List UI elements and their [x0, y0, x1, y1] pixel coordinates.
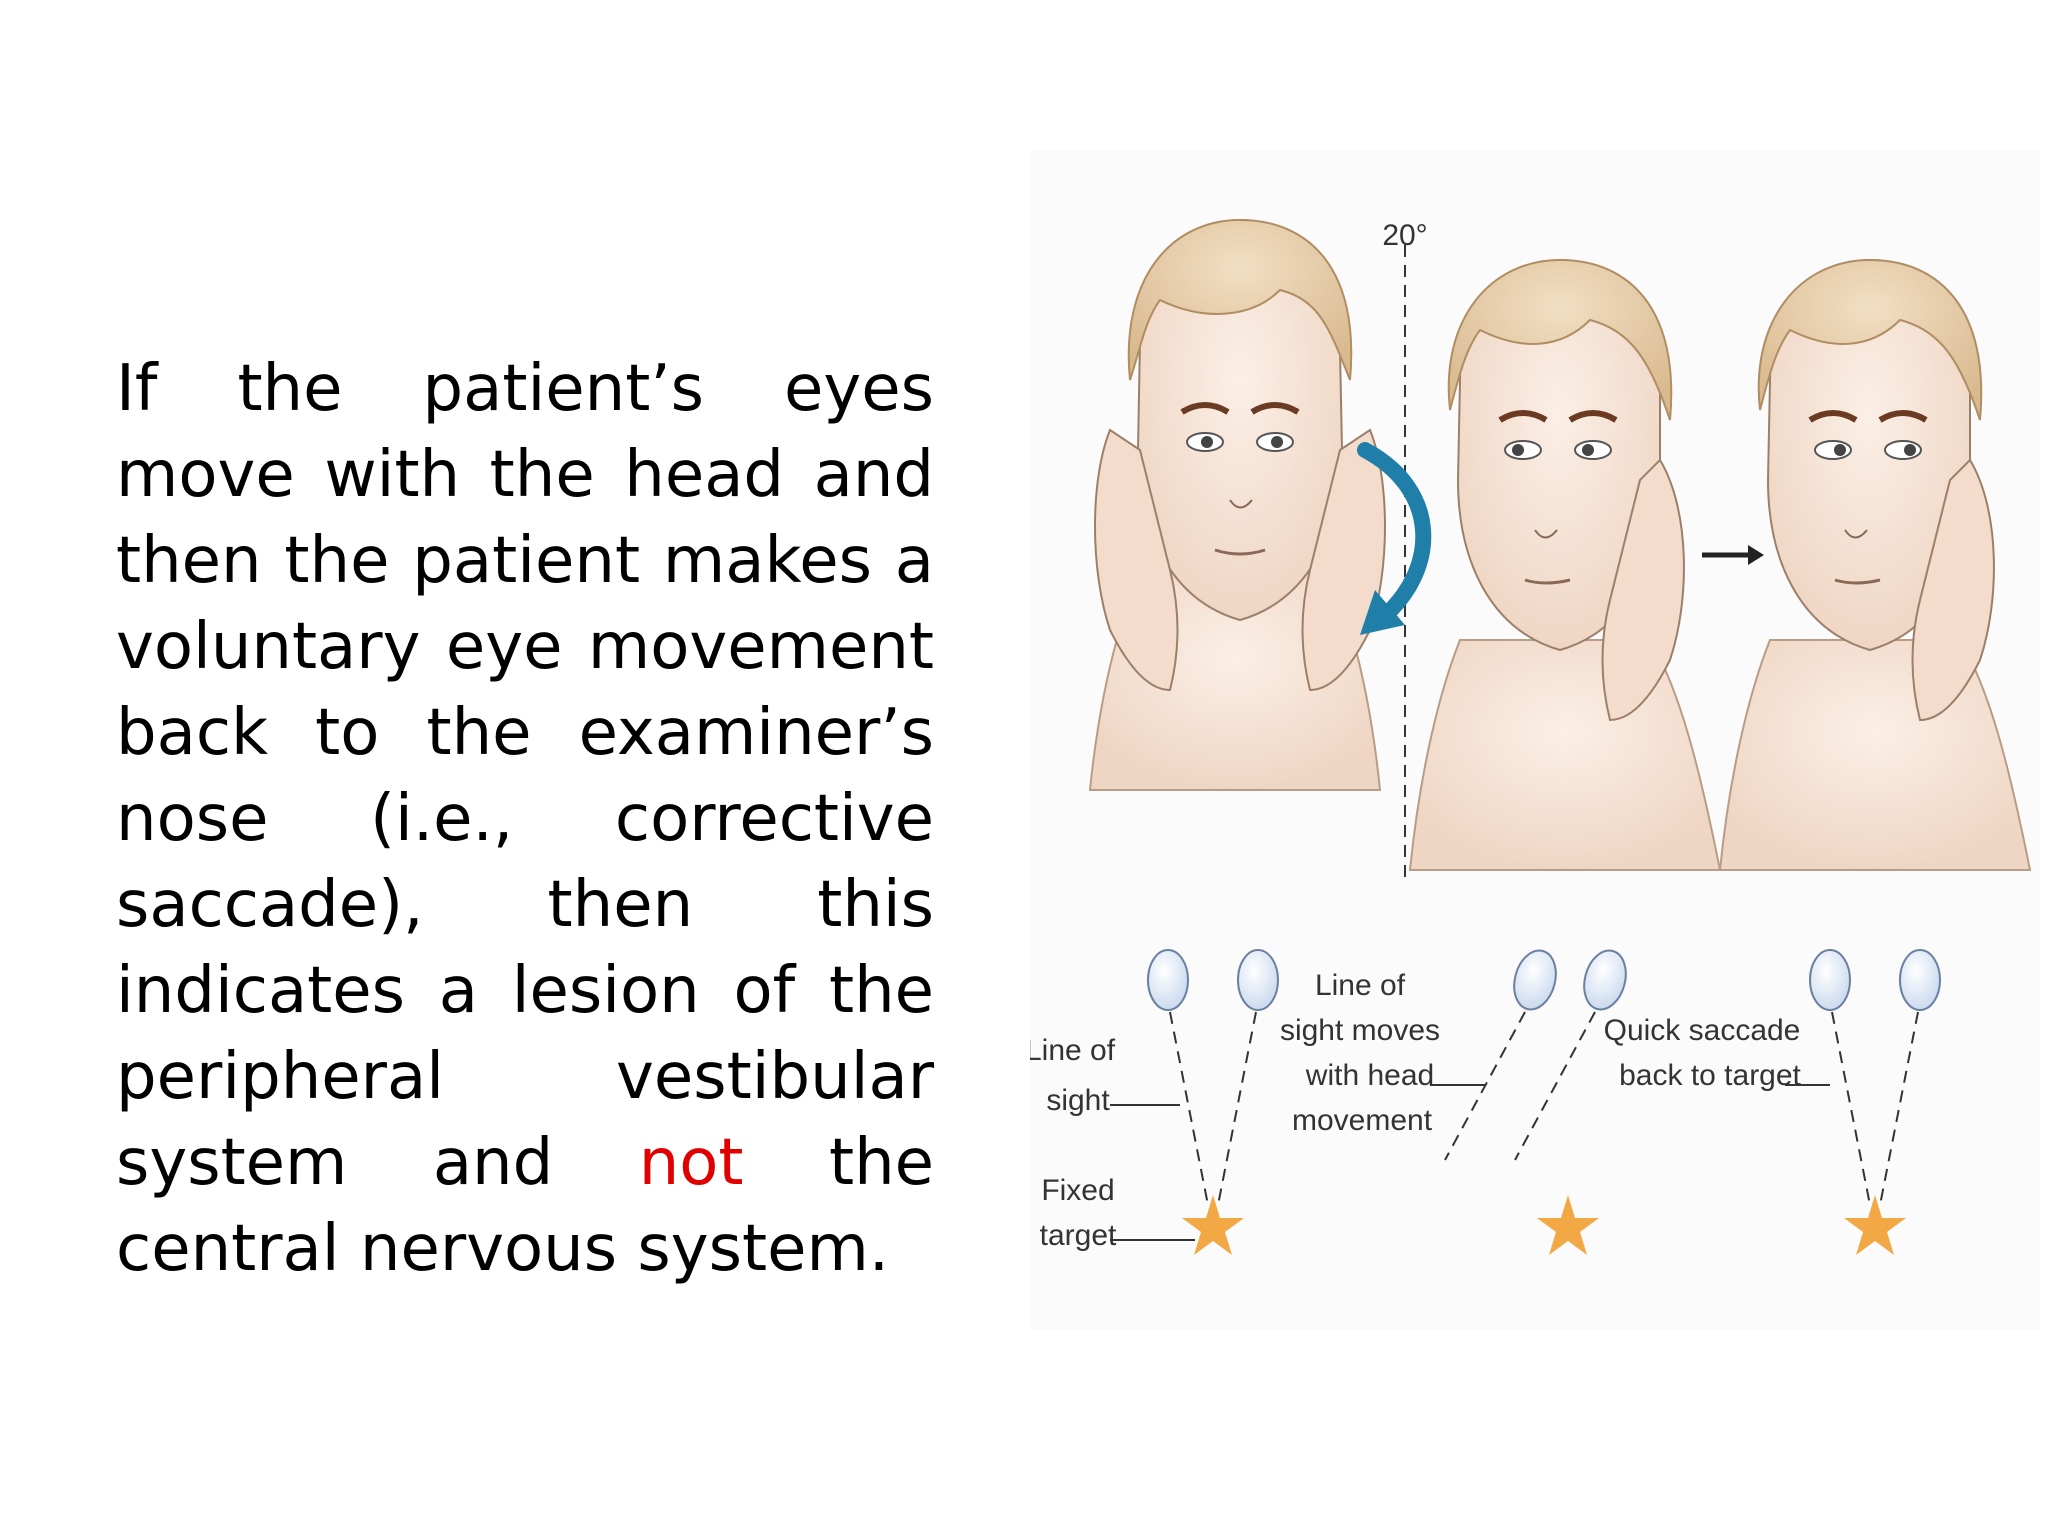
star-target-icon	[1844, 1195, 1906, 1255]
label-line-of-sight: Line of	[1030, 1034, 1116, 1067]
label-moves-1: Line of	[1315, 969, 1406, 1002]
eye-right-icon	[1237, 949, 1279, 1011]
diagram-panel-moves: Line of sight moves with head movement	[1280, 949, 1627, 1255]
label-saccade-1: Quick saccade	[1604, 1014, 1801, 1047]
paragraph-text-after: the central nervous system.	[116, 1126, 935, 1286]
eye-left-icon	[1147, 949, 1189, 1011]
head-front-illustration	[1088, 218, 1386, 791]
label-moves-2: sight moves	[1280, 1014, 1440, 1047]
head-rotated-illustration	[1408, 258, 1722, 871]
highlight-word: not	[638, 1126, 744, 1200]
label-fixed: Fixed	[1041, 1174, 1114, 1207]
eye-left-icon	[1513, 949, 1557, 1011]
angle-label: 20°	[1382, 219, 1427, 252]
label-target: target	[1040, 1219, 1117, 1252]
head-saccade-illustration	[1718, 258, 2032, 871]
eye-right-icon	[1583, 949, 1627, 1011]
label-moves-4: movement	[1292, 1104, 1433, 1137]
label-saccade-2: back to target	[1619, 1059, 1801, 1092]
arrow-right-icon	[1702, 545, 1764, 565]
diagram-panel-saccade: Quick saccade back to target	[1604, 949, 1941, 1255]
star-target-icon	[1182, 1195, 1244, 1255]
diagram-panel-fixed: Line of sight Fixed target	[1025, 949, 1279, 1255]
star-target-icon	[1537, 1195, 1599, 1255]
label-sight: sight	[1046, 1084, 1110, 1117]
rotation-arrow-icon	[1357, 442, 1432, 635]
eye-left-icon	[1809, 949, 1851, 1011]
eye-right-icon	[1899, 949, 1941, 1011]
paragraph-text-before: If the patient’s eyes move with the head…	[116, 352, 934, 1200]
label-moves-3: with head	[1305, 1059, 1434, 1092]
body-paragraph: If the patient’s eyes move with the head…	[116, 346, 934, 1292]
head-impulse-figure: 20°	[1025, 150, 2040, 1330]
